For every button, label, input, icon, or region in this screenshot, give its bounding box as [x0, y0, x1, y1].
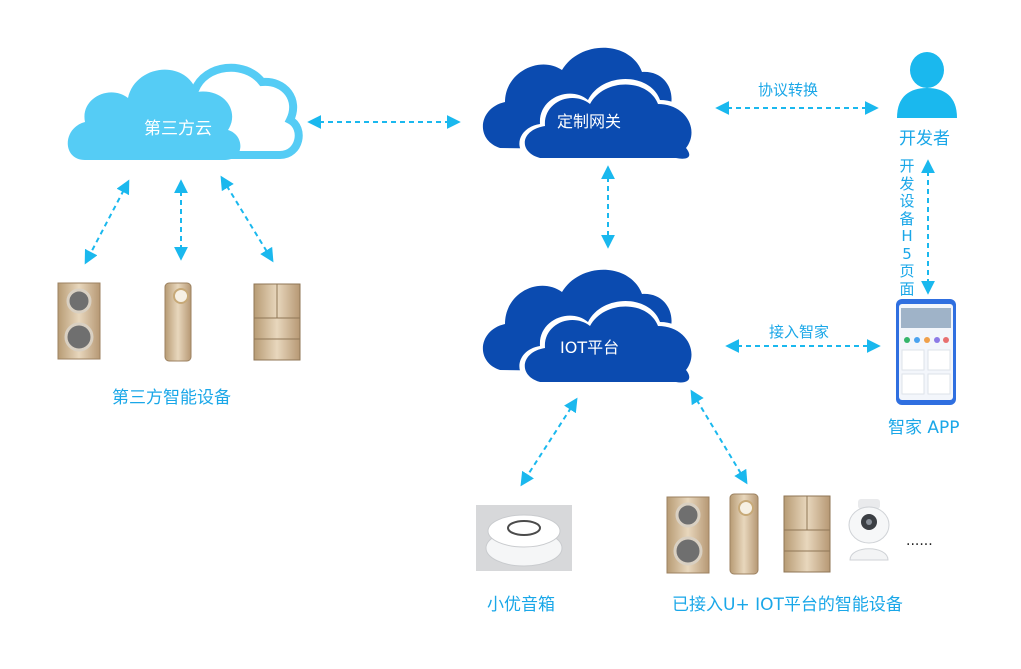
third-party-air-conditioner-icon: [164, 282, 192, 362]
iot-platform-label: IOT平台: [560, 338, 620, 357]
connected-washer-icon: [666, 496, 710, 574]
protocol-conversion-label: 协议转换: [758, 81, 819, 99]
custom-gateway-label: 定制网关: [557, 112, 622, 131]
arrow-cloud-to-washer: [84, 179, 130, 265]
third-party-cloud-icon: [67, 63, 303, 160]
zhijia-app-label: 智家 APP: [888, 418, 960, 438]
connected-devices-label: 已接入U+ IOT平台的智能设备: [672, 595, 903, 615]
arrow-iot-to-devices: [690, 389, 748, 485]
dev-h5-page-label: 开发设备H5页面: [899, 157, 915, 298]
developer-person-icon: [897, 52, 957, 118]
xiaoyou-speaker-label: 小优音箱: [487, 595, 555, 615]
third-party-washer-icon: [57, 282, 101, 360]
third-party-cloud-label: 第三方云: [144, 119, 212, 139]
connected-camera-icon: [848, 499, 890, 561]
arrow-cloud-to-fridge: [220, 175, 274, 263]
third-party-refrigerator-icon: [253, 283, 301, 361]
iot-platform-cloud-icon: [482, 269, 696, 385]
developer-label: 开发者: [899, 129, 950, 149]
third-party-devices-label: 第三方智能设备: [112, 388, 231, 408]
connect-zhijia-label: 接入智家: [769, 323, 830, 341]
arrow-iot-to-speaker: [520, 397, 578, 487]
more-devices-ellipsis: ......: [906, 533, 933, 549]
zhijia-app-phone-icon: [896, 299, 956, 405]
connected-air-conditioner-icon: [729, 493, 759, 575]
connected-refrigerator-icon: [783, 495, 831, 573]
xiaoyou-speaker-icon: [476, 505, 572, 571]
custom-gateway-cloud-icon: [482, 47, 696, 161]
